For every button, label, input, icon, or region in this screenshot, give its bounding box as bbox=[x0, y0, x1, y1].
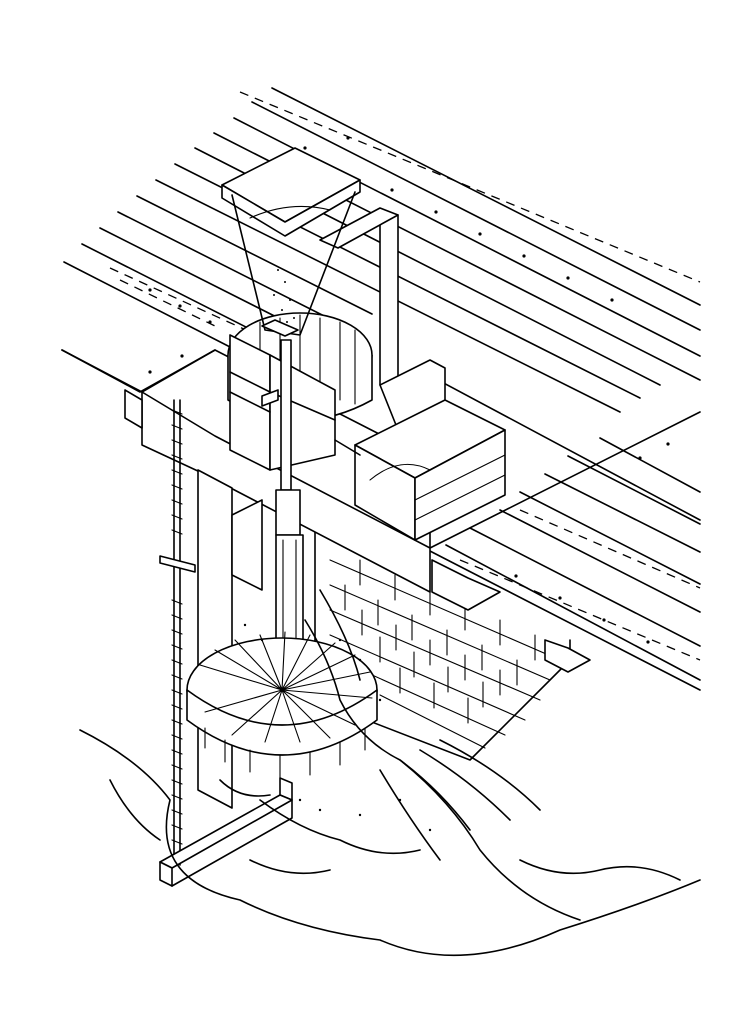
millstone-case bbox=[227, 312, 373, 471]
wheel-paddles bbox=[199, 631, 373, 743]
flour-bin bbox=[334, 399, 506, 541]
adjusting-rod bbox=[159, 399, 196, 866]
horizontal-water-wheel bbox=[186, 631, 378, 801]
support-post bbox=[197, 469, 233, 809]
water-chute bbox=[231, 499, 263, 591]
sole-tree-beam bbox=[159, 794, 293, 887]
water-droplets bbox=[243, 623, 432, 832]
floor-nails bbox=[148, 136, 670, 644]
grain-hopper bbox=[221, 147, 361, 337]
falling-grain bbox=[273, 269, 295, 323]
water-flow bbox=[79, 589, 701, 957]
